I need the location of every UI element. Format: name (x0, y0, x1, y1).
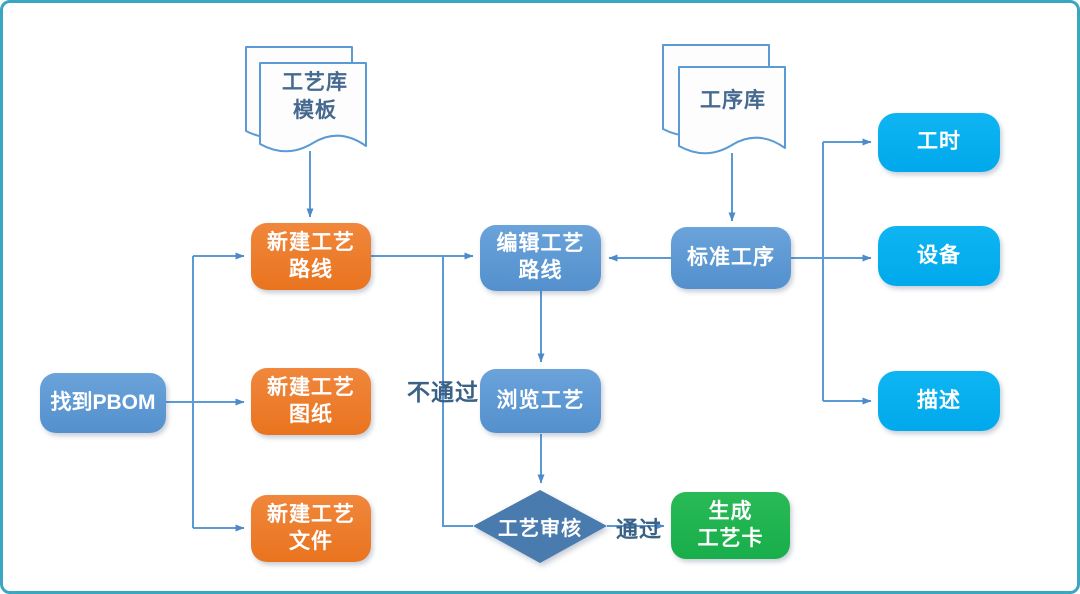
node-edit-process-route: 编辑工艺 路线 (480, 225, 601, 291)
node-browse-process: 浏览工艺 (480, 369, 601, 433)
node-standard-operation: 标准工序 (671, 227, 791, 289)
node-equipment: 设备 (878, 226, 1000, 286)
document-shape-operation-library (678, 66, 786, 155)
edge-pbom-trunk (166, 256, 194, 528)
node-find-pbom: 找到PBOM (40, 373, 166, 433)
edge-review-fail-feedback (442, 257, 473, 527)
node-work-hours: 工时 (878, 113, 1000, 172)
edge-label-fail: 不通过 (407, 379, 479, 405)
node-new-process-file: 新建工艺 文件 (251, 495, 371, 562)
document-label-process-template: 工艺库 模板 (282, 71, 348, 122)
node-generate-process-card: 生成 工艺卡 (671, 492, 790, 559)
edge-standard-op-trunk (791, 142, 824, 401)
decision-diamond-process-review (473, 490, 607, 563)
decision-label-process-review: 工艺审核 (498, 517, 582, 540)
document-shape-process-template (259, 62, 367, 153)
connector-layer (166, 44, 872, 563)
node-new-process-route: 新建工艺 路线 (251, 223, 371, 290)
document-label-operation-library: 工序库 (700, 89, 766, 112)
edge-label-pass: 通过 (615, 517, 662, 542)
node-description: 描述 (878, 371, 1000, 431)
node-new-process-drawing: 新建工艺 图纸 (251, 368, 371, 435)
